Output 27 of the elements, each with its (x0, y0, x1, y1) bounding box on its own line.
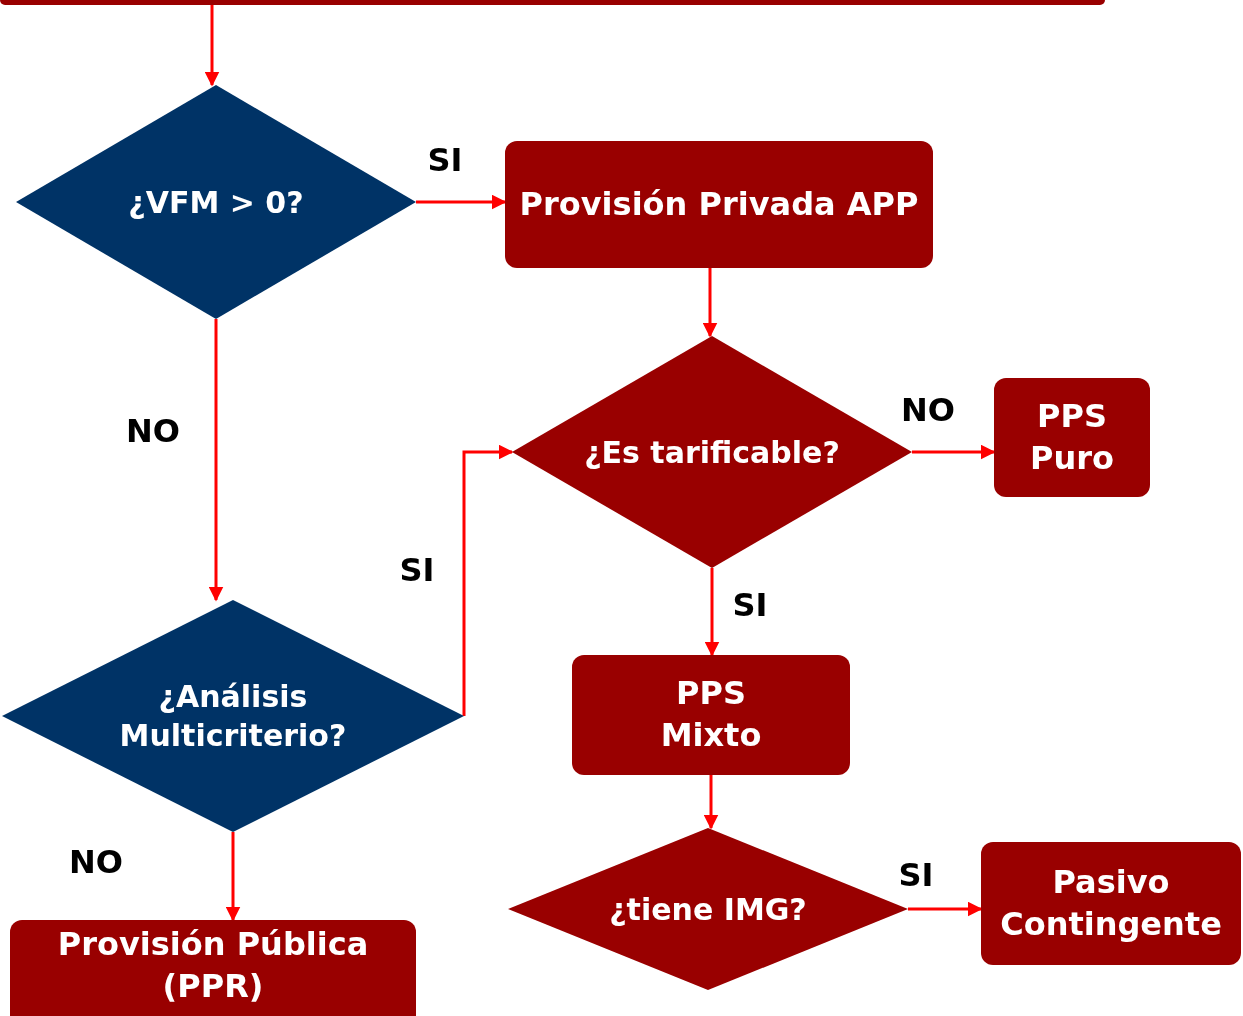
arrow (702, 268, 718, 338)
process-box (981, 842, 1241, 965)
arrow (204, 5, 220, 87)
process-box (994, 378, 1150, 497)
process-box (572, 655, 850, 775)
arrow (704, 568, 720, 657)
node-label: Pasivo Contingente (999, 861, 1223, 945)
node-label: PPS Puro (1029, 395, 1115, 479)
arrow (225, 832, 241, 922)
arrow (462, 444, 514, 716)
arrow (912, 444, 996, 460)
arrow (416, 194, 507, 210)
node-label: PPS Mixto (659, 673, 763, 756)
node-label: ¿tiene IMG? (609, 890, 807, 929)
process-box (0, 0, 1105, 5)
decision-diamond (2, 600, 464, 832)
arrow (703, 775, 719, 830)
decision-diamond (16, 85, 416, 319)
node-label: ¿Es tarificable? (584, 433, 840, 472)
arrow (208, 319, 224, 602)
process-box (10, 920, 416, 1016)
process-box (505, 141, 933, 268)
node-label: Provisión Pública (PPR) (56, 924, 370, 1007)
node-label: Provisión Privada APP (519, 183, 919, 225)
arrow (908, 901, 983, 917)
node-label: ¿Análisis Multicriterio? (118, 678, 348, 755)
node-label: ¿VFM > 0? (128, 183, 304, 222)
